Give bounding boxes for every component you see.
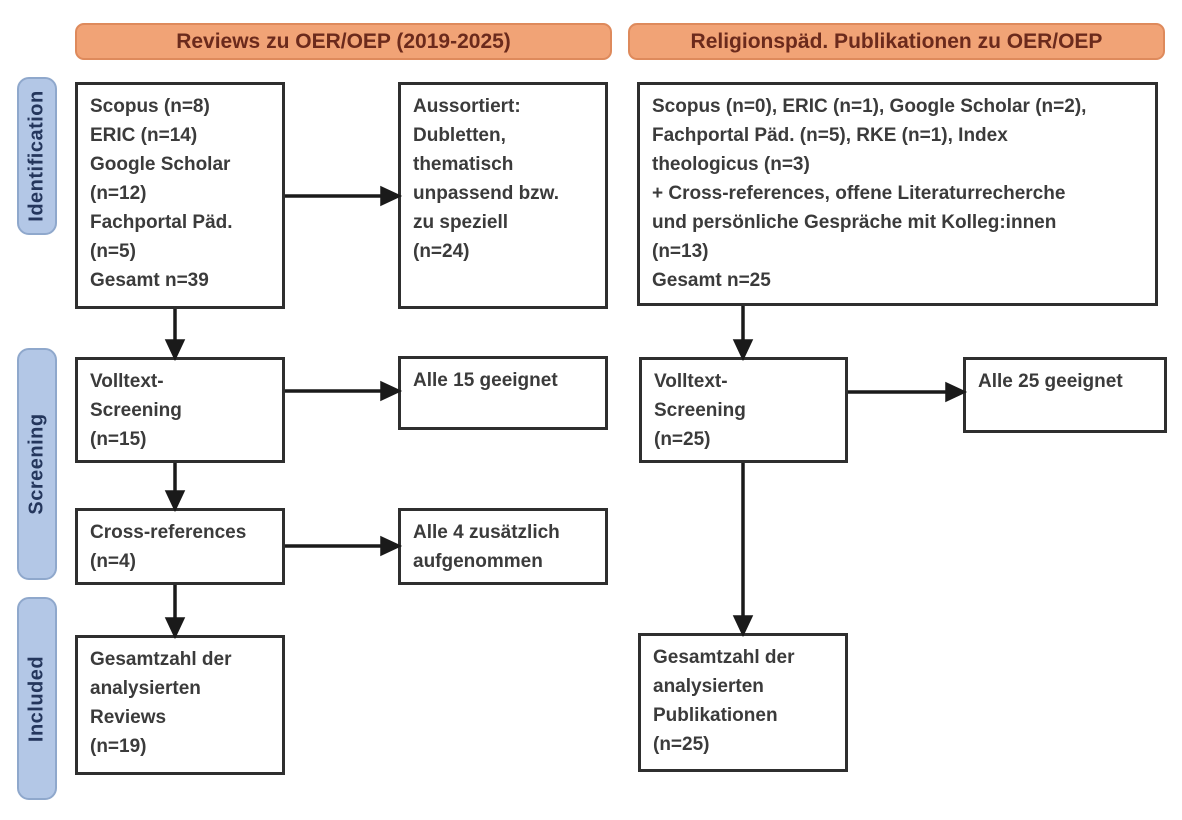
arrowhead-left-fulltext-to-result [380, 380, 403, 402]
box-right-fulltext-result: Alle 25 geeignet [963, 357, 1167, 433]
arrowhead-left-sources-to-fulltext [164, 339, 186, 362]
box-left-cross-references: Cross-references (n=4) [75, 508, 285, 585]
arrowhead-left-crossref-to-result [380, 535, 403, 557]
box-left-cross-references-result: Alle 4 zusätzlich aufgenommen [398, 508, 608, 585]
arrowhead-right-sources-to-fulltext [732, 339, 754, 362]
box-right-sources: Scopus (n=0), ERIC (n=1), Google Scholar… [637, 82, 1158, 306]
box-right-included-total: Gesamtzahl der analysierten Publikatione… [638, 633, 848, 772]
box-left-sources: Scopus (n=8) ERIC (n=14) Google Scholar … [75, 82, 285, 309]
box-left-included-total: Gesamtzahl der analysierten Reviews (n=1… [75, 635, 285, 775]
stage-label-screening: Screening [25, 413, 48, 515]
stage-pill-screening: Screening [17, 348, 57, 580]
stage-pill-identification: Identification [17, 77, 57, 235]
arrowhead-left-crossref-to-included [164, 617, 186, 640]
arrowhead-left-fulltext-to-crossref [164, 490, 186, 513]
box-left-fulltext-result: Alle 15 geeignet [398, 356, 608, 430]
stage-pill-included: Included [17, 597, 57, 800]
header-religionspaed-column: Religionspäd. Publikationen zu OER/OEP [628, 23, 1165, 60]
header-reviews-column: Reviews zu OER/OEP (2019-2025) [75, 23, 612, 60]
arrowhead-right-fulltext-to-result [945, 381, 968, 403]
stage-label-included: Included [25, 655, 48, 742]
box-left-excluded: Aussortiert: Dubletten, thematisch unpas… [398, 82, 608, 309]
arrowhead-left-sources-to-excluded [380, 185, 403, 207]
box-right-fulltext-screening: Volltext- Screening (n=25) [639, 357, 848, 463]
box-left-fulltext-screening: Volltext- Screening (n=15) [75, 357, 285, 463]
stage-label-identification: Identification [25, 90, 48, 222]
arrowhead-right-fulltext-to-included [732, 615, 754, 638]
